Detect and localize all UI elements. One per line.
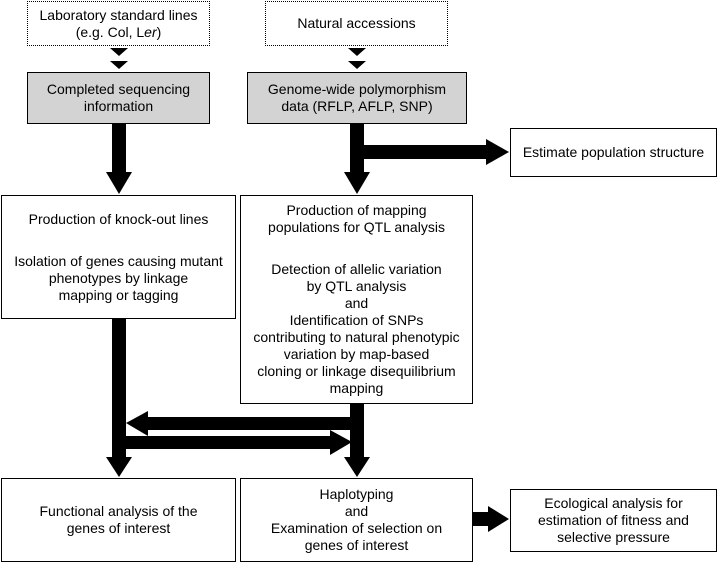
functional-line-1: Functional analysis of the [39, 503, 198, 519]
haplotyping-line-1: Haplotyping [319, 486, 394, 502]
arrow-to-population-structure [364, 139, 509, 165]
knockout-line-2: Isolation of genes causing mutant [14, 252, 223, 269]
population-structure-box: Estimate population structure [510, 128, 717, 177]
natural-accessions-box: Natural accessions [265, 1, 448, 46]
haplotyping-line-3: Examination of selection on [270, 520, 443, 536]
haplotyping-line-2: and [344, 503, 369, 519]
lab-lines-line-1: Laboratory standard lines [39, 6, 198, 23]
polymorphism-data-box: Genome-wide polymorphism data (RFLP, AFL… [247, 72, 467, 124]
knockout-line-4: mapping or tagging [58, 286, 179, 303]
knockout-line-3: phenotypes by linkage [48, 269, 189, 286]
mapping-line-8: variation by map-based [283, 346, 430, 362]
sequencing-line-1: Completed sequencing [46, 81, 191, 97]
arrow-mapping-to-haplotyping [344, 404, 370, 477]
mapping-line-4: by QTL analysis [306, 278, 407, 294]
ecological-analysis-box: Ecological analysis for estimation of fi… [510, 489, 717, 552]
polymorphism-line-2: data (RFLP, AFLP, SNP) [281, 98, 433, 114]
arrow-knockout-to-mapping-column [126, 430, 352, 455]
sequencing-line-2: information [83, 98, 154, 114]
knockout-lines-box: Production of knock-out lines Isolation … [1, 195, 236, 319]
ecological-line-1: Ecological analysis for [544, 495, 683, 511]
mapping-line-9: cloning or linkage disequilibrium [257, 363, 456, 379]
mapping-line-2: populations for QTL analysis [268, 219, 445, 235]
small-arrow-nat-to-poly [348, 48, 366, 69]
ecological-line-2: estimation of fitness and [538, 512, 689, 528]
arrow-mapping-to-knockout-column [126, 411, 350, 436]
arrow-seq-to-knockout [106, 124, 132, 194]
natural-accessions-label: Natural accessions [297, 15, 416, 31]
ecological-line-3: selective pressure [557, 529, 670, 545]
haplotyping-line-4: genes of interest [304, 537, 409, 553]
polymorphism-line-1: Genome-wide polymorphism [267, 81, 447, 97]
small-arrow-lab-to-seq [110, 48, 128, 69]
functional-line-2: genes of interest [66, 520, 171, 536]
mapping-line-5: and [344, 295, 369, 311]
lab-standard-lines-box: Laboratory standard lines (e.g. Col, Ler… [27, 1, 210, 46]
mapping-line-3: Detection of allelic variation [271, 261, 442, 277]
haplotyping-box: Haplotyping and Examination of selection… [240, 478, 473, 562]
mapping-line-10: mapping [329, 380, 384, 396]
arrow-poly-to-mapping [344, 124, 370, 194]
mapping-line-1: Production of mapping [286, 202, 427, 218]
arrow-knockout-to-functional [106, 319, 132, 477]
functional-analysis-box: Functional analysis of the genes of inte… [1, 478, 236, 562]
completed-sequencing-box: Completed sequencing information [27, 72, 210, 124]
lab-lines-line-2: (e.g. Col, Ler) [75, 23, 162, 40]
arrow-haplotyping-to-ecological [473, 506, 509, 532]
mapping-line-6: Identification of SNPs [289, 312, 424, 328]
mapping-populations-box: Production of mapping populations for QT… [240, 195, 473, 404]
population-structure-label: Estimate population structure [522, 144, 705, 160]
mapping-line-7: contributing to natural phenotypic [253, 329, 460, 345]
knockout-line-1: Production of knock-out lines [28, 210, 209, 227]
